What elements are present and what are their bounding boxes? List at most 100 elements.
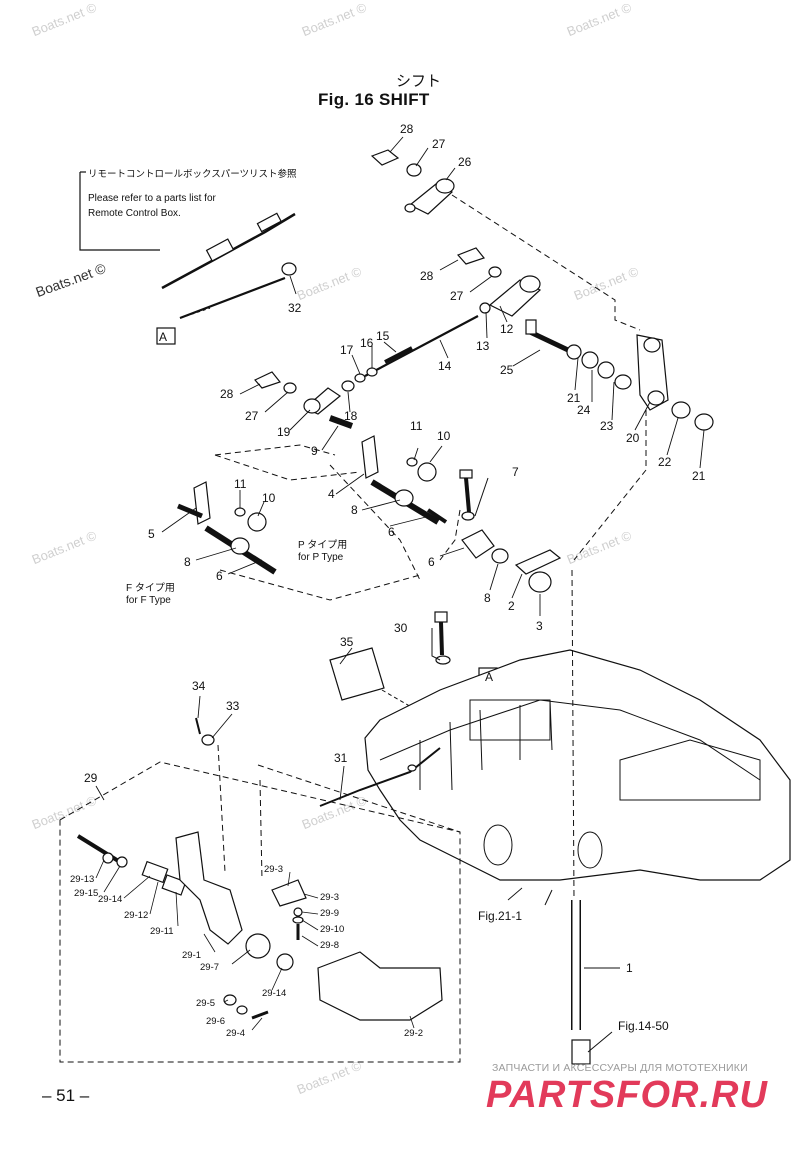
pin-9: [328, 415, 354, 429]
part-label-13: 13: [476, 339, 490, 353]
part-label-21: 21: [567, 391, 581, 405]
part-label-10: 10: [437, 429, 451, 443]
part-label-2: 2: [508, 599, 515, 613]
part-label-14: 14: [438, 359, 452, 373]
figure-title-japanese: シフト: [396, 72, 442, 90]
sub-label-29-1: 29-1: [182, 950, 201, 961]
bracket-29-2: [317, 951, 443, 1021]
nut-10-f: [247, 512, 267, 532]
nut-3: [528, 571, 552, 593]
part-label-27: 27: [432, 137, 446, 151]
bolt-29-13: [76, 834, 122, 864]
ref-fig-14-50: Fig.14-50: [618, 1019, 669, 1033]
pin-34: [195, 717, 201, 735]
washer-29-10: [292, 916, 304, 924]
remote-control-note-jp: リモートコントロールボックスパーツリスト参照: [88, 169, 297, 180]
part-label-28: 28: [220, 387, 234, 401]
clip-33: [201, 734, 215, 746]
part-label-27: 27: [450, 289, 464, 303]
p-type-label: for P Type: [298, 552, 344, 563]
plate-29-3: [271, 879, 307, 907]
brand-logo: PARTSFOR.RU: [486, 1074, 768, 1116]
part-label-35: 35: [340, 635, 354, 649]
part-label-33: 33: [226, 699, 240, 713]
sub-label-29-3: 29-3: [320, 892, 339, 903]
sub-label-29-11: 29-11: [150, 926, 174, 937]
part-label-28: 28: [400, 122, 414, 136]
collar-8-main: [491, 548, 509, 564]
nut-10-p: [417, 462, 437, 482]
nut-13: [479, 302, 491, 314]
part-label-22: 22: [658, 455, 672, 469]
washer-29-6: [236, 1005, 248, 1015]
part-label-21: 21: [692, 469, 706, 483]
nut-22: [671, 401, 691, 419]
part-label-16: 16: [360, 336, 374, 350]
nut-29-7: [245, 933, 271, 959]
f-type-label-jp: F タイプ用: [126, 582, 175, 594]
washer-21-bottom: [694, 413, 714, 431]
collar-23: [614, 374, 632, 390]
part-label-20: 20: [626, 431, 640, 445]
bolt-7: [464, 477, 471, 513]
part-label-27: 27: [245, 409, 259, 423]
sub-label-29-6: 29-6: [206, 1016, 225, 1027]
part-label-10: 10: [262, 491, 276, 505]
p-type-label-jp: P タイプ用: [298, 539, 347, 551]
spring-15: [384, 346, 413, 364]
washer-18: [341, 380, 355, 392]
sub-label-29-13: 29-13: [70, 874, 94, 885]
arm-4-p: [361, 435, 379, 479]
part-label-17: 17: [340, 343, 354, 357]
sub-label-29-9: 29-9: [320, 908, 339, 919]
page-number: – 51 –: [42, 1086, 90, 1105]
bolt-30: [439, 621, 444, 656]
collar-29-12: [141, 860, 169, 884]
shift-rod-upper: [179, 276, 286, 320]
nut-32: [281, 262, 297, 276]
part-label-8: 8: [184, 555, 191, 569]
collar-8-p: [394, 489, 414, 507]
sub-label-29-7: 29-7: [200, 962, 219, 973]
lower-cowl: [364, 649, 791, 881]
ref-label-a: A: [485, 670, 493, 684]
part-label-15: 15: [376, 329, 390, 343]
washer-29-14: [276, 953, 294, 971]
part-label-7: 7: [512, 465, 519, 479]
washer-11-p: [406, 457, 418, 467]
note-bracket: [79, 172, 160, 251]
part-label-8: 8: [484, 591, 491, 605]
part-label-30: 30: [394, 621, 408, 635]
part-label-6: 6: [428, 555, 435, 569]
coupler: [571, 1039, 591, 1065]
washer-24: [581, 351, 599, 369]
part-label-9: 9: [311, 444, 318, 458]
clip-28-mid: [456, 247, 486, 265]
sub-label-29-5: 29-5: [196, 998, 215, 1009]
part-label-6: 6: [216, 569, 223, 583]
block-6: [461, 529, 495, 559]
part-label-26: 26: [458, 155, 472, 169]
sub-label-29-14: 29-14: [98, 894, 122, 905]
bolt-25: [528, 329, 570, 353]
part-label-11: 11: [234, 477, 247, 491]
f-type-label: for F Type: [126, 595, 171, 606]
washer-27-top: [406, 163, 422, 177]
assembly-29-frame: [59, 761, 461, 1063]
bolt-29-4: [251, 1010, 269, 1020]
cable-fitting: [205, 238, 235, 262]
collar-8-f: [230, 537, 250, 555]
remote-control-note-line1: Please refer to a parts list for: [88, 193, 216, 204]
part-label-32: 32: [288, 301, 302, 315]
part-label-1: 1: [626, 961, 633, 975]
part-label-11: 11: [410, 419, 423, 433]
sub-label-29-15: 29-15: [74, 888, 98, 899]
part-label-4: 4: [328, 487, 335, 501]
ref-label-a: A: [159, 330, 167, 344]
washer-24b: [597, 361, 615, 379]
washer-21-top: [566, 344, 582, 360]
plate-2: [514, 549, 562, 575]
ref-box-a-top: [156, 327, 176, 345]
part-label-5: 5: [148, 527, 155, 541]
